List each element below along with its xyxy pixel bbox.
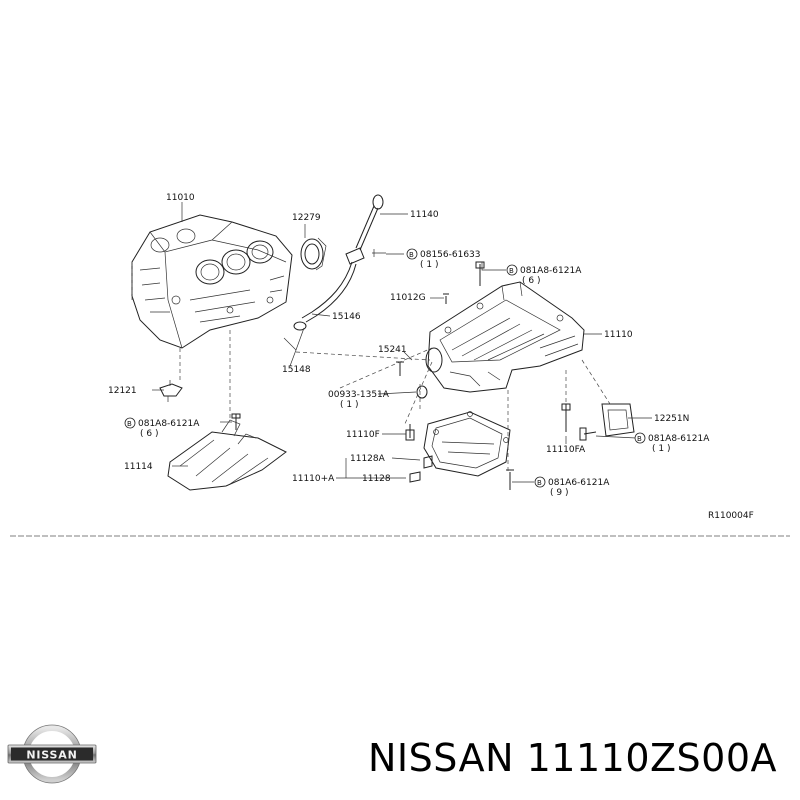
label-081a8-left-qty: ( 6 ): [140, 429, 158, 439]
label-11012g: 11012G: [390, 293, 426, 303]
label-11128: 11128: [362, 474, 391, 484]
label-15146: 15146: [332, 312, 361, 322]
label-081a6-qty: ( 9 ): [550, 488, 568, 498]
label-081a8-top: 081A8-6121A: [520, 266, 582, 276]
parts-diagram: 11010 12279 11140 B 08156-61633 ( 1 ) B …: [10, 193, 790, 537]
baffle-plate: [167, 419, 287, 491]
label-11140: 11140: [410, 210, 439, 220]
circle-b-icon: B: [127, 420, 132, 428]
label-12251n: 12251N: [654, 414, 689, 424]
oil-pan-lower: [423, 411, 511, 477]
circle-b-icon: B: [409, 251, 414, 259]
dashed-guides: [131, 262, 611, 472]
part-number: 11110ZS00A: [526, 736, 777, 780]
circle-b-icon: B: [637, 435, 642, 443]
label-00933-1351a: 00933-1351A: [328, 390, 390, 400]
part-caption: NISSAN 11110ZS00A: [368, 730, 777, 786]
label-15241: 15241: [378, 345, 407, 355]
label-12121: 12121: [108, 386, 137, 396]
dipstick: [293, 194, 386, 331]
label-11010: 11010: [166, 193, 195, 203]
label-081a8-right: 081A8-6121A: [648, 434, 710, 444]
label-081a6-6121a: 081A6-6121A: [548, 478, 610, 488]
logo-text: NISSAN: [26, 749, 77, 762]
label-08156-61633: 08156-61633: [420, 250, 481, 260]
brand-name: NISSAN: [368, 736, 515, 780]
label-11110-plus-a: 11110+A: [292, 474, 335, 484]
label-11114: 11114: [124, 462, 153, 472]
bolts-and-fittings: [159, 261, 635, 490]
circle-b-icon: B: [509, 267, 514, 275]
label-11128a: 11128A: [350, 454, 386, 464]
label-081a8-top-qty: ( 6 ): [522, 276, 540, 286]
label-00933-qty: ( 1 ): [340, 400, 358, 410]
reference-code: R110004F: [708, 511, 754, 521]
leader-lines: [152, 202, 652, 483]
oil-seal: [300, 237, 327, 271]
label-08156-qty: ( 1 ): [420, 260, 438, 270]
label-11110: 11110: [604, 330, 633, 340]
label-12279: 12279: [292, 213, 321, 223]
oil-pan-upper: [425, 281, 585, 393]
label-11110fa: 11110FA: [546, 445, 586, 455]
label-081a8-right-qty: ( 1 ): [652, 444, 670, 454]
label-081a8-left: 081A8-6121A: [138, 419, 200, 429]
label-15148: 15148: [282, 365, 311, 375]
nissan-logo: NISSAN: [7, 724, 97, 784]
label-11110f: 11110F: [346, 430, 380, 440]
part-labels: 11010 12279 11140 B 08156-61633 ( 1 ) B …: [108, 193, 754, 521]
circle-b-icon: B: [537, 479, 542, 487]
engine-block: [131, 214, 293, 349]
